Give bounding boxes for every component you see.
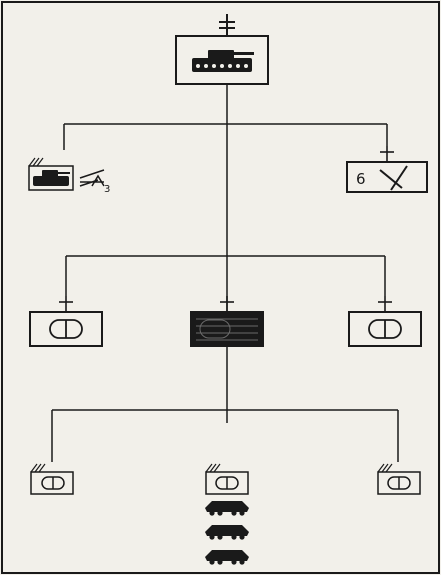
right-unit-number: 6	[356, 170, 366, 188]
artillery-battery-node: 6	[346, 146, 428, 193]
connectors-level3	[51, 409, 399, 462]
platoon-node-left	[30, 463, 74, 495]
left-unit-sub-label: 3	[104, 184, 110, 195]
hq-marker-icon	[219, 14, 235, 36]
hq-tank-icon	[192, 50, 254, 72]
mech-infantry-icon	[368, 319, 402, 339]
tank-unit-icon	[33, 170, 70, 186]
hq-node	[175, 14, 269, 85]
mech-infantry-node-right	[348, 296, 422, 347]
rocket-launcher-icon	[379, 165, 408, 191]
mech-infantry-icon	[387, 476, 411, 490]
connectors-level2	[65, 255, 386, 296]
mech-infantry-node-left	[29, 296, 103, 347]
armored-node-center	[190, 296, 264, 347]
wheeled-apc-icon	[205, 501, 249, 516]
wheeled-apc-icon	[205, 525, 249, 540]
wheeled-apc-icon	[205, 550, 249, 565]
mech-infantry-icon	[49, 319, 83, 339]
mech-infantry-icon	[215, 476, 239, 490]
platoon-node-center	[205, 463, 249, 565]
connectors-level1	[63, 84, 388, 423]
mech-infantry-icon	[41, 476, 65, 490]
tank-company-node: 3	[28, 157, 110, 195]
platoon-node-right	[377, 463, 421, 495]
artillery-unit-icon	[79, 169, 105, 187]
armored-unit-icon	[196, 318, 258, 341]
